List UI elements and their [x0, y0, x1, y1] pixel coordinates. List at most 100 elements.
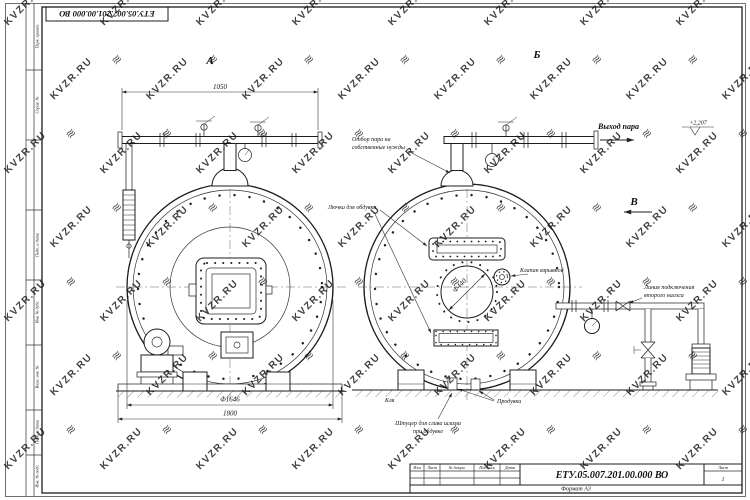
watermark-logo-icon: ≋ — [350, 421, 367, 438]
title-block: Изм Лист № докум. Подпись Дата ЕТУ.05.00… — [409, 463, 743, 494]
watermark-text: KVZR.RU — [98, 425, 145, 472]
watermark-text: KVZR.RU — [48, 55, 95, 102]
svg-text:1800: 1800 — [223, 410, 238, 418]
svg-text:Ф1646: Ф1646 — [220, 396, 240, 404]
watermark-logo-icon: ≋ — [684, 51, 701, 68]
dimension-base-width: 1800 — [117, 386, 343, 423]
feedwater-piping — [555, 300, 717, 390]
watermark-text: KVZR.RU — [528, 55, 575, 102]
svg-text:1050: 1050 — [213, 83, 228, 91]
sheet-number: 1 — [722, 477, 725, 483]
watermark-text: KVZR.RU — [674, 129, 721, 176]
base-and-supports-b — [397, 369, 537, 391]
riser-pipe — [223, 143, 237, 171]
watermark-text: KVZR.RU — [674, 425, 721, 472]
watermark-text: KVZR.RU — [240, 203, 287, 250]
svg-text:при обдувке: при обдувке — [413, 428, 443, 435]
watermark-logo-icon: ≋ — [158, 273, 175, 290]
watermark-logo-icon: ≋ — [588, 347, 605, 364]
watermark-text: KVZR.RU — [48, 351, 95, 398]
riser-pipe — [450, 143, 464, 171]
format-label: Формат А3 — [561, 487, 591, 493]
top-stamp-number: ЕТУ.05.007.201.00.000 ВО — [59, 9, 156, 19]
door-latch-icon — [265, 285, 273, 295]
watermark-text: KVZR.RU — [624, 55, 671, 102]
watermark-logo-icon: ≋ — [734, 421, 750, 438]
watermark-text: KVZR.RU — [144, 55, 191, 102]
watermark-logo-icon: ≋ — [300, 347, 317, 364]
watermark-logo-icon: ≋ — [396, 51, 413, 68]
pump-line-annotation: Линия подключения второго насоса — [628, 284, 694, 304]
watermark-text: KVZR.RU — [432, 55, 479, 102]
furnace-door — [188, 257, 273, 325]
svg-text:Линия подключения: Линия подключения — [643, 284, 694, 291]
watermark-text: KVZR.RU — [578, 0, 625, 28]
watermark-logo-icon: ≋ — [108, 347, 125, 364]
view-b-label: Б — [533, 49, 541, 61]
watermark-text: KVZR.RU — [674, 0, 721, 28]
watermark-logo-icon: ≋ — [62, 421, 79, 438]
watermark-text: KVZR.RU — [194, 425, 241, 472]
watermark-text: KVZR.RU — [386, 0, 433, 28]
watermark-logo-icon: ≋ — [734, 125, 750, 142]
steam-manifold-b — [443, 116, 599, 167]
watermark-logo-icon: ≋ — [684, 199, 701, 216]
watermark-logo-icon: ≋ — [734, 273, 750, 290]
svg-text:собственные нужды: собственные нужды — [352, 144, 405, 151]
watermark-logo-icon: ≋ — [588, 51, 605, 68]
frame-strip-label: Справ. № — [35, 96, 40, 113]
watermark-logo-icon: ≋ — [300, 51, 317, 68]
svg-text:Продувки: Продувки — [496, 398, 521, 405]
steam-manifold-a — [117, 115, 323, 190]
watermark-logo-icon: ≋ — [542, 421, 559, 438]
watermark-logo-icon: ≋ — [492, 199, 509, 216]
watermark-logo-icon: ≋ — [492, 51, 509, 68]
watermark-text: KVZR.RU — [290, 0, 337, 28]
tb-col-sign: Подпись — [478, 465, 495, 470]
explosion-valve: Клапан взрывной — [493, 267, 564, 286]
watermark-logo-icon: ≋ — [204, 347, 221, 364]
watermark-text: KVZR.RU — [578, 425, 625, 472]
top-stamp: ЕТУ.05.007.201.00.000 ВО — [45, 6, 169, 22]
watermark-layer: KVZR.RU ≋ KVZR.RU ≋ KVZR.RU ≋ KVZR.RU ≋ KVZR.RU ≋… — [2, 0, 750, 472]
frame-strip-label: Инв. № дубл. — [35, 301, 40, 325]
watermark-logo-icon: ≋ — [204, 199, 221, 216]
klv-note: Клв — [384, 398, 395, 404]
watermark-logo-icon: ≋ — [588, 199, 605, 216]
watermark-logo-icon: ≋ — [62, 125, 79, 142]
watermark-logo-icon: ≋ — [542, 273, 559, 290]
tb-col-date: Дата — [504, 465, 515, 470]
valve-icon — [640, 341, 656, 359]
watermark-logo-icon: ≋ — [158, 421, 175, 438]
sheet-frame: Перв. примен. Справ. № Подп. и дата Инв.… — [5, 3, 746, 497]
hatches-annotation: Лючки для обдувки — [327, 204, 432, 334]
base-and-supports-a — [116, 371, 344, 398]
view-b: Б Выход пара +2,207 В — [327, 49, 718, 435]
tb-col-doc: № докум. — [447, 465, 465, 470]
watermark-logo-icon: ≋ — [638, 421, 655, 438]
water-level-column — [122, 189, 136, 258]
frame-strip-label: Подп. и дата — [35, 420, 40, 445]
peephole-icon — [233, 341, 241, 349]
own-needs-annotation: Отбор пара на собственные нужды — [352, 136, 451, 174]
frame-strip-label: Инв. № подл. — [35, 464, 40, 488]
watermark-text: KVZR.RU — [482, 0, 529, 28]
steam-dome — [440, 169, 474, 187]
watermark-text: KVZR.RU — [386, 129, 433, 176]
blower-fan — [136, 328, 184, 391]
svg-text:Лючки для обдувки: Лючки для обдувки — [327, 204, 376, 211]
view-a-label: А — [205, 55, 213, 67]
watermark-text: KVZR.RU — [290, 425, 337, 472]
watermark-text: KVZR.RU — [290, 277, 337, 324]
watermark-logo-icon: ≋ — [108, 51, 125, 68]
document-number: ЕТУ.05.007.201.00.000 ВО — [555, 470, 669, 481]
watermark-text: KVZR.RU — [386, 277, 433, 324]
watermark-logo-icon: ≋ — [254, 421, 271, 438]
elevation-mark-icon — [689, 126, 701, 136]
watermark-text: KVZR.RU — [240, 55, 287, 102]
watermark-logo-icon: ≋ — [396, 347, 413, 364]
elevation-value: +2,207 — [689, 121, 708, 127]
frame-strip-label: Взам. инв. № — [35, 365, 40, 388]
